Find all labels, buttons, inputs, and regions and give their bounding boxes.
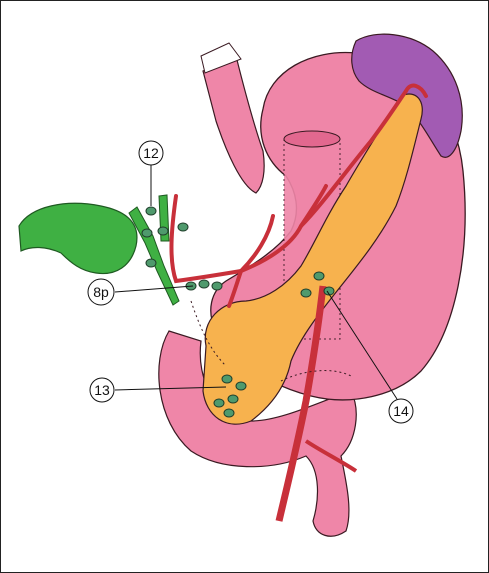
lymph-node [198, 279, 210, 289]
lymph-nodes [141, 206, 335, 418]
hidden-outline [190, 300, 352, 382]
mesenteric-artery [275, 285, 327, 522]
esophagus-cut [200, 42, 242, 74]
lymph-node [177, 222, 189, 232]
esophagus [202, 55, 265, 194]
lymph-node [235, 381, 247, 391]
label-13: 13 [89, 377, 115, 403]
callouts [114, 165, 398, 400]
label-12: 12 [138, 140, 164, 166]
lymph-node [213, 398, 225, 408]
label-8p: 8p [87, 278, 115, 306]
lymph-node [313, 271, 325, 281]
lymph-node [223, 408, 235, 418]
label-14: 14 [388, 398, 414, 424]
arteries [169, 83, 428, 308]
mesenteric-branch [304, 439, 358, 473]
label-13-text: 13 [94, 382, 110, 398]
lymph-node [141, 228, 153, 238]
duodenum [158, 330, 357, 537]
lymph-node [211, 281, 223, 291]
label-14-text: 14 [393, 403, 409, 419]
lymph-node [227, 394, 239, 404]
lymph-node [145, 206, 157, 216]
lymph-node [157, 226, 169, 236]
label-12-text: 12 [143, 145, 159, 161]
gallbladder [18, 202, 138, 275]
lymph-node [145, 258, 157, 268]
pancreas [202, 93, 423, 425]
lymph-node [221, 374, 233, 384]
lymph-node [300, 288, 312, 298]
bile-duct [128, 206, 180, 306]
label-8p-text: 8p [93, 284, 109, 300]
aorta-top [283, 130, 341, 148]
